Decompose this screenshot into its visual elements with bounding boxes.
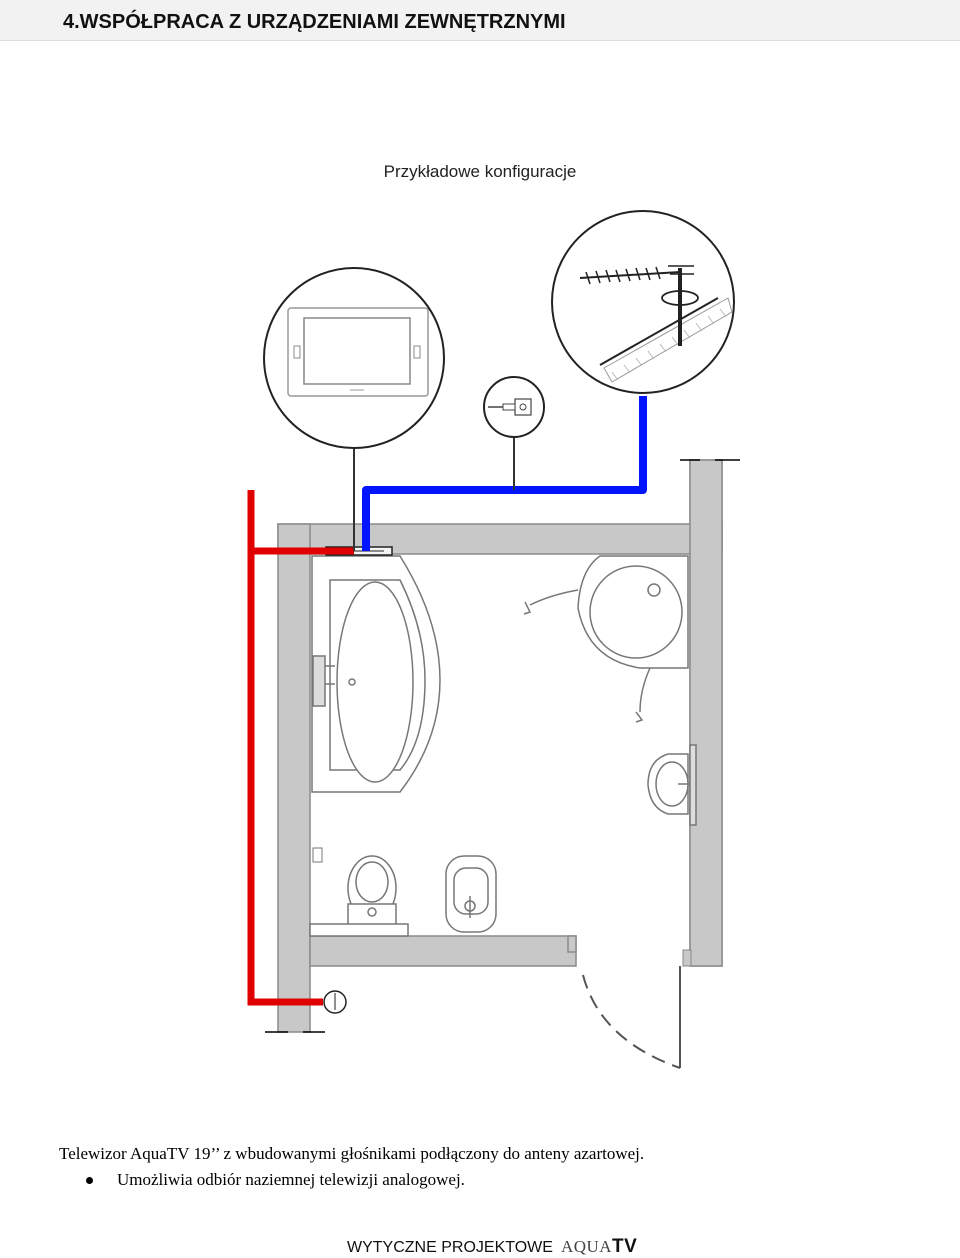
light-switch-icon xyxy=(323,990,347,1014)
wall-right-main xyxy=(689,459,723,967)
red-cable xyxy=(247,490,354,1006)
figure-caption: Telewizor AquaTV 19’’ z wbudowanymi głoś… xyxy=(59,1144,645,1163)
page-title: 4.WSPÓŁPRACA Z URZĄDZENIAMI ZEWNĘTRZNYMI xyxy=(63,11,566,33)
bullet-text: Umożliwia odbiór naziemnej telewizji ana… xyxy=(117,1170,465,1189)
walls xyxy=(277,459,723,1033)
footer-text: WYTYCZNE PROJEKTOWE xyxy=(347,1239,553,1256)
footer-logo-light: AQUA xyxy=(560,1237,613,1256)
wall-partition xyxy=(309,935,577,967)
bathtub xyxy=(311,555,441,793)
audio-socket-icon xyxy=(483,376,545,438)
wall-detail xyxy=(312,847,323,863)
footer-logo-bold: TV xyxy=(612,1236,638,1257)
door xyxy=(582,949,692,1069)
figure-subtitle: Przykładowe konfiguracje xyxy=(383,162,577,181)
bullet-icon xyxy=(86,1176,93,1184)
sink xyxy=(647,744,697,826)
shower xyxy=(523,555,689,723)
footer-logo: AQUATV xyxy=(561,1236,637,1258)
toilet xyxy=(309,855,409,937)
antenna-icon xyxy=(551,210,735,394)
bidet xyxy=(445,855,497,933)
wall-partition-end xyxy=(567,935,577,953)
tv-icon xyxy=(263,267,445,449)
header-bar: 4.WSPÓŁPRACA Z URZĄDZENIAMI ZEWNĘTRZNYMI xyxy=(0,0,960,41)
wall-breaks xyxy=(265,459,740,1033)
wall-left xyxy=(277,523,311,1033)
footer: WYTYCZNE PROJEKTOWE AQUATV xyxy=(347,1236,637,1258)
blue-cable xyxy=(362,396,647,551)
caption-bullet-item: Umożliwia odbiór naziemnej telewizji ana… xyxy=(86,1170,465,1190)
